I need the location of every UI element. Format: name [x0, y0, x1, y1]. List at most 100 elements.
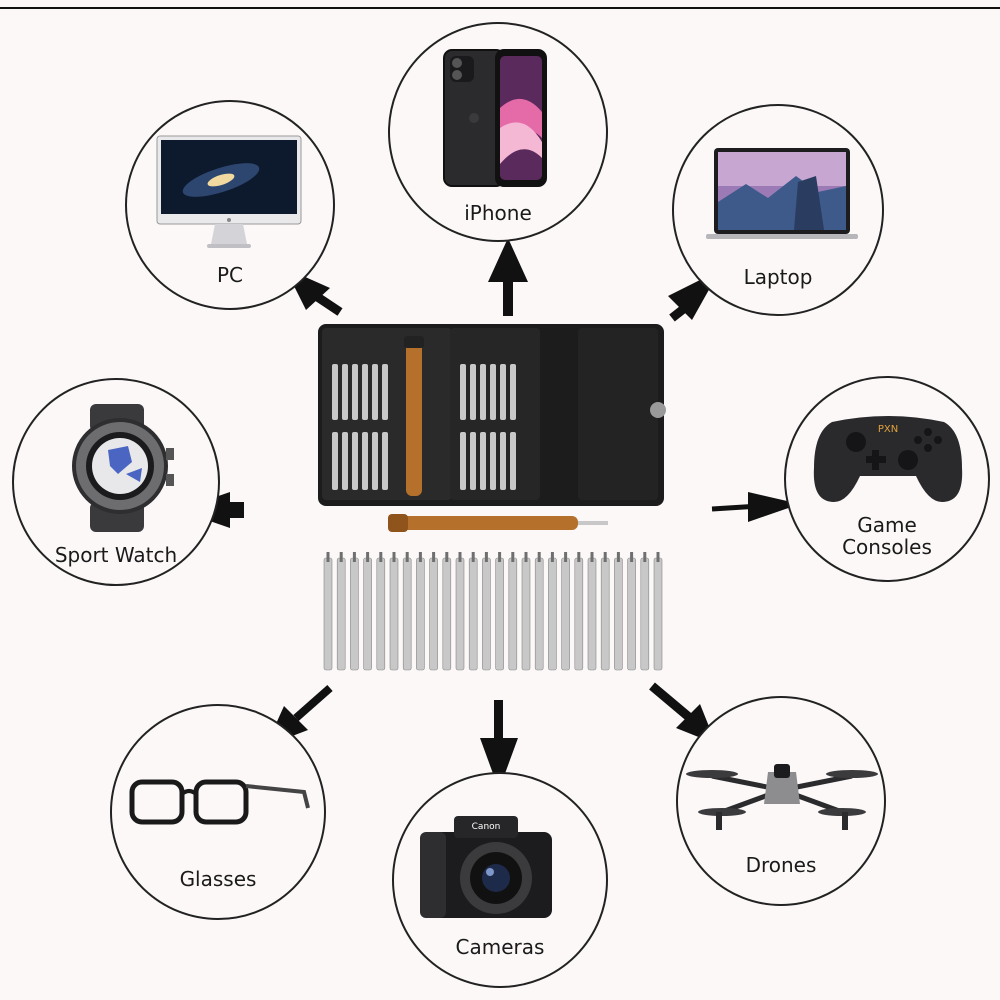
loose-bit [455, 557, 465, 671]
loose-bit-tip [326, 552, 330, 562]
desktop-monitor-icon [156, 135, 302, 258]
pc-bubble: PC [125, 100, 335, 310]
top-border-line [0, 7, 1000, 9]
case-bit [372, 432, 378, 490]
loose-bit [376, 557, 386, 671]
loose-bit-tip [352, 552, 356, 562]
loose-bit [323, 557, 333, 671]
loose-bit-tip [471, 552, 475, 562]
loose-bit [416, 557, 425, 671]
case-bit [332, 364, 338, 420]
loose-bit [363, 557, 372, 671]
case-bit [510, 432, 516, 490]
laptop-label: Laptop [743, 265, 813, 289]
case-bit [460, 432, 466, 490]
loose-bit-tip [339, 552, 343, 562]
arrow-to-iphone [488, 238, 528, 316]
loose-bit [561, 557, 570, 671]
game-consoles-bubble: PXN Game Consoles [784, 376, 990, 582]
case-bit [500, 432, 506, 490]
loose-bit [521, 557, 531, 671]
loose-bit-tip [643, 552, 647, 562]
case-bit [510, 364, 516, 420]
loose-bit [614, 557, 623, 671]
loose-bit-tip [524, 552, 528, 562]
laptop-icon [706, 146, 858, 246]
glasses-label: Glasses [179, 867, 257, 891]
case-bit [372, 364, 378, 420]
case-bit [352, 432, 358, 490]
loose-bit-tip [418, 552, 422, 562]
iphone-bubble: iPhone [388, 22, 608, 242]
loose-bit-tip [590, 552, 594, 562]
case-bit [342, 432, 348, 490]
loose-bit-tip [550, 552, 554, 562]
loose-bit-tip [379, 552, 383, 562]
case-bit [470, 432, 476, 490]
loose-bit [640, 557, 650, 671]
case-bit [460, 364, 466, 420]
loose-bit [587, 557, 597, 671]
loose-bit [468, 557, 478, 671]
loose-bit [548, 557, 557, 671]
case-bit [490, 364, 496, 420]
drones-label: Drones [745, 853, 817, 877]
case-bit [332, 432, 338, 490]
loose-bit-tip [577, 552, 581, 562]
eyeglasses-icon [128, 768, 314, 852]
cameras-bubble: Canon Cameras [392, 772, 608, 988]
loose-bit [442, 557, 452, 671]
loose-bit [653, 557, 663, 671]
loose-bit-tip [564, 552, 568, 562]
smartwatch-icon [70, 404, 180, 536]
precision-screwdriver-kit-icon [310, 320, 680, 690]
loose-bit [600, 557, 610, 671]
case-bit [490, 432, 496, 490]
sport-watch-label: Sport Watch [54, 543, 178, 567]
loose-bit [627, 557, 636, 671]
loose-bit-tip [616, 552, 620, 562]
case-bit [382, 364, 388, 420]
loose-bit [534, 557, 544, 671]
loose-bit-tip [656, 552, 660, 562]
loose-bit [495, 557, 504, 671]
case-bit [500, 364, 506, 420]
loose-bit-tip [405, 552, 409, 562]
sport-watch-bubble: Sport Watch [12, 378, 220, 586]
arrow-to-game-consoles [711, 492, 800, 522]
smartphone-icon [442, 48, 550, 194]
case-bit [362, 364, 368, 420]
controller-brand: PXN [878, 424, 898, 435]
loose-bit-tip [511, 552, 515, 562]
arrow-to-cameras [480, 700, 518, 790]
camera-brand: Canon [472, 822, 501, 832]
loose-bit-tip [366, 552, 370, 562]
loose-bit [574, 557, 584, 671]
loose-bit-tip [537, 552, 541, 562]
loose-bit [336, 557, 346, 671]
loose-bit [389, 557, 399, 671]
loose-bit [350, 557, 359, 671]
case-bit [342, 364, 348, 420]
loose-bit-tip [484, 552, 488, 562]
loose-bit [429, 557, 438, 671]
game-controller-icon: PXN [812, 406, 964, 510]
case-bit [480, 364, 486, 420]
loose-bit [482, 557, 491, 671]
case-bit [470, 364, 476, 420]
loose-bit [402, 557, 412, 671]
loose-bit-tip [432, 552, 436, 562]
cameras-label: Cameras [455, 935, 545, 959]
loose-bit-tip [630, 552, 634, 562]
drone-icon [682, 746, 882, 840]
case-bit [352, 364, 358, 420]
camera-icon: Canon [418, 810, 554, 924]
loose-bit [508, 557, 518, 671]
case-bit [382, 432, 388, 490]
pc-label: PC [216, 263, 244, 287]
glasses-bubble: Glasses [110, 704, 326, 920]
game-consoles-label: Game Consoles [842, 513, 932, 559]
loose-bit-tip [392, 552, 396, 562]
loose-bit-tip [603, 552, 607, 562]
